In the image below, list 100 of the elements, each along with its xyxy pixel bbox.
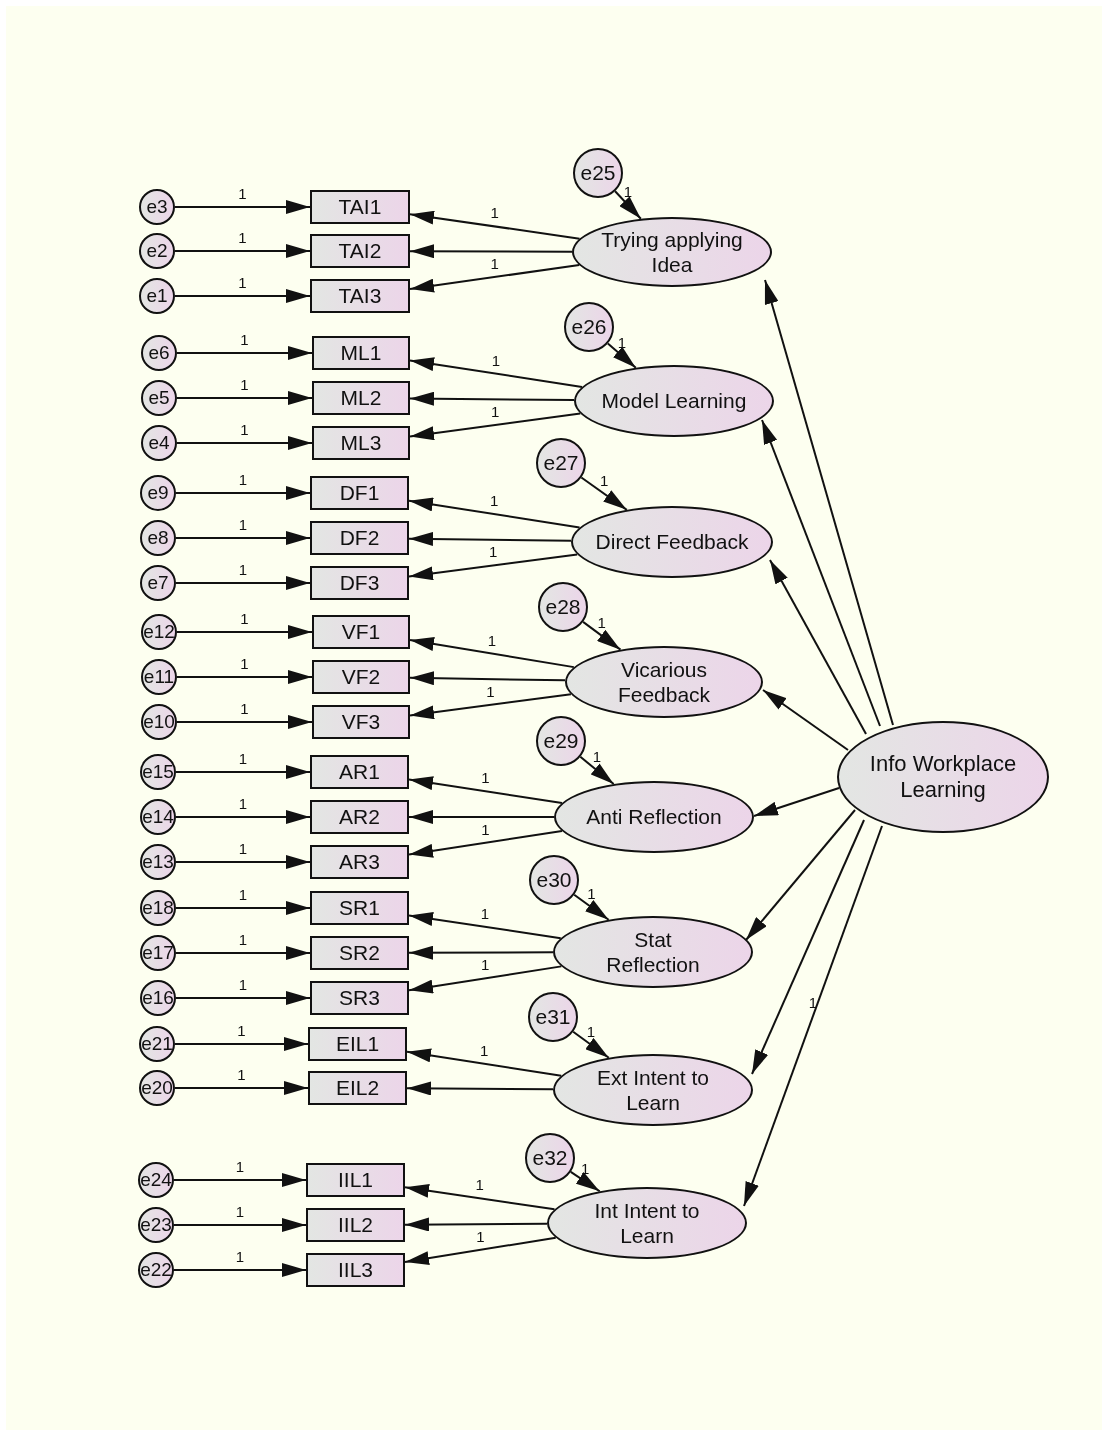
arrow — [174, 1081, 309, 1095]
error-label: e20 — [141, 1076, 173, 1100]
error-label: e18 — [142, 896, 174, 920]
arrow — [175, 531, 311, 545]
observed-variable-box — [310, 521, 409, 555]
arrow — [764, 279, 894, 726]
observed-variable-box — [310, 190, 410, 224]
arrow — [753, 787, 840, 817]
variable-label: VF2 — [341, 664, 381, 690]
variable-label: AR3 — [339, 849, 380, 875]
arrow — [175, 991, 311, 1005]
arrow — [174, 200, 311, 214]
observed-variable-box — [310, 476, 409, 510]
observed-variable-box — [312, 336, 410, 370]
error-label: e11 — [143, 665, 175, 689]
variable-label: IIL1 — [338, 1167, 373, 1193]
arrow — [761, 419, 881, 727]
variable-label: ML3 — [340, 430, 382, 456]
variable-label: SR1 — [339, 895, 380, 921]
arrow — [174, 1037, 309, 1051]
error-label: e5 — [148, 386, 170, 410]
arrow — [409, 412, 582, 441]
arrow — [404, 1217, 548, 1232]
arrow — [175, 486, 311, 500]
arrow — [176, 346, 313, 360]
latent-variable-label: Stat Reflection — [605, 926, 701, 978]
observed-variable-box — [310, 800, 409, 834]
observed-variable-box — [312, 426, 410, 460]
arrow — [174, 289, 311, 303]
arrow — [175, 765, 311, 779]
latent-variable-label: Anti Reflection — [586, 804, 722, 830]
arrow — [408, 830, 563, 858]
error-label: e7 — [147, 571, 169, 595]
variable-label: ML1 — [340, 340, 382, 366]
observed-variable-box — [310, 936, 409, 970]
arrow — [175, 946, 311, 960]
arrow — [408, 553, 579, 581]
observed-variable-box — [310, 566, 409, 600]
error-label: e15 — [142, 760, 174, 784]
arrow — [406, 1048, 563, 1077]
arrow — [409, 357, 583, 388]
error-label: e14 — [142, 805, 174, 829]
latent-variable-label: Int Intent to Learn — [593, 1197, 701, 1249]
arrow — [176, 670, 313, 684]
arrow — [404, 1183, 556, 1211]
error-label: e26 — [571, 314, 607, 340]
error-label: e16 — [142, 986, 174, 1010]
arrow — [409, 244, 573, 259]
variable-label: VF3 — [341, 709, 381, 735]
observed-variable-box — [312, 615, 410, 649]
error-label: e27 — [543, 450, 579, 476]
arrow — [408, 810, 555, 824]
arrow — [176, 436, 313, 450]
arrow — [569, 1170, 601, 1193]
arrow — [173, 1263, 307, 1277]
observed-variable-box — [312, 705, 410, 739]
variable-label: AR1 — [339, 759, 380, 785]
arrow — [408, 965, 563, 994]
variable-label: DF3 — [339, 570, 380, 596]
observed-variable-box — [306, 1253, 405, 1287]
error-label: e24 — [140, 1168, 172, 1192]
arrow — [762, 689, 849, 751]
latent-variable-label: Ext Intent to Learn — [595, 1064, 711, 1116]
variable-label: EIL2 — [335, 1075, 380, 1101]
observed-variable-box — [312, 660, 410, 694]
arrow — [174, 244, 311, 258]
error-label: e31 — [535, 1004, 571, 1030]
error-label: e8 — [147, 526, 169, 550]
error-label: e3 — [146, 195, 168, 219]
variable-label: ML2 — [340, 385, 382, 411]
arrow — [409, 210, 581, 240]
observed-variable-box — [310, 755, 409, 789]
error-label: e30 — [536, 867, 572, 893]
arrow — [745, 809, 856, 941]
arrow — [404, 1236, 557, 1266]
error-label: e9 — [147, 481, 169, 505]
variable-label: SR3 — [339, 985, 380, 1011]
observed-variable-box — [306, 1163, 405, 1197]
arrow — [408, 945, 554, 960]
variable-label: IIL3 — [338, 1257, 373, 1283]
arrow — [743, 825, 883, 1207]
arrow — [175, 855, 311, 869]
variable-label: EIL1 — [335, 1031, 380, 1057]
variable-label: TAI3 — [338, 283, 382, 309]
observed-variable-box — [312, 381, 410, 415]
arrow — [176, 391, 313, 405]
arrow — [175, 810, 311, 824]
error-label: e25 — [580, 160, 616, 186]
arrow — [173, 1173, 307, 1187]
arrow — [173, 1218, 307, 1232]
latent-variable-label: Info Workplace Learning — [868, 750, 1018, 804]
error-label: e1 — [146, 284, 168, 308]
arrow — [614, 190, 642, 220]
arrow — [409, 693, 572, 720]
arrow — [408, 776, 563, 804]
arrow — [409, 264, 581, 293]
latent-variable-label: Vicarious Feedback — [616, 656, 712, 708]
arrow — [751, 819, 865, 1075]
variable-label: IIL2 — [338, 1212, 373, 1238]
arrow — [408, 531, 573, 546]
